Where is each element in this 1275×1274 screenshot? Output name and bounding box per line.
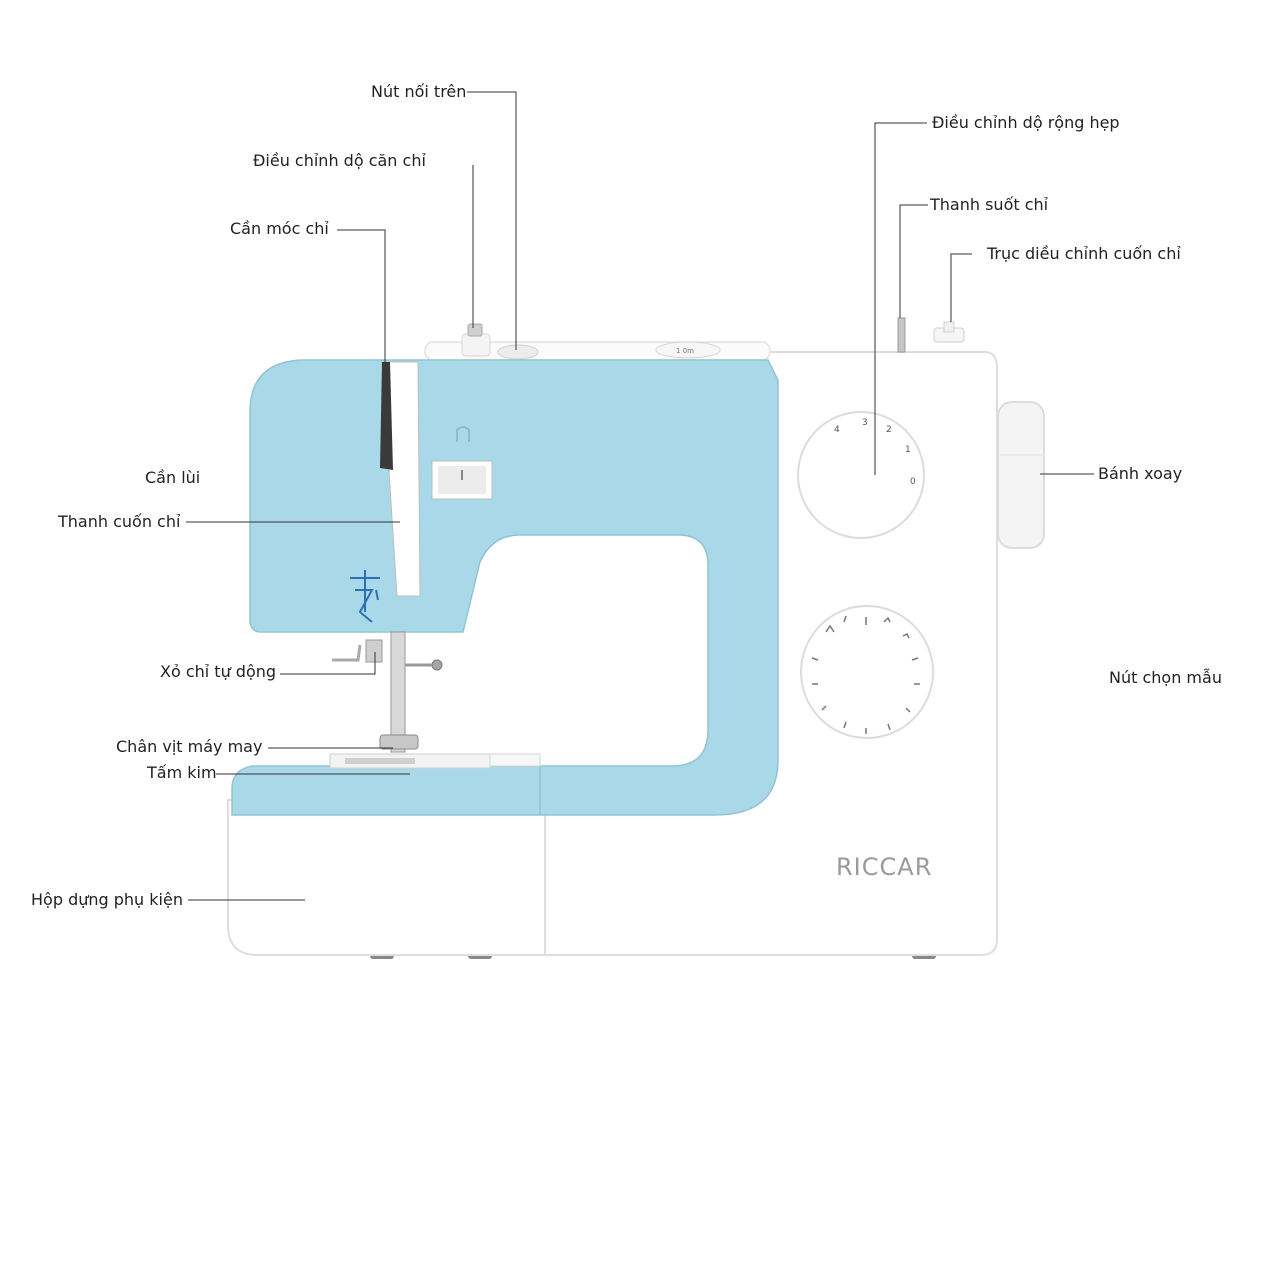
dial-num-0: 0 <box>910 477 916 487</box>
dial-num-3: 3 <box>862 418 868 428</box>
presser-foot-assembly <box>332 631 443 753</box>
label-truc-dieu-chinh-cuon-chi: Trục diều chỉnh cuốn chỉ <box>987 244 1181 263</box>
blue-shell <box>231 359 779 816</box>
leader-truc-dieu-chinh-cuon-chi <box>950 253 972 322</box>
bobbin-stopper-pin <box>943 321 955 333</box>
label-nut-chon-mau: Nút chọn mẫu <box>1109 668 1222 687</box>
leader-can-moc-chi <box>337 229 386 362</box>
knob-mark: 1 0m <box>676 347 694 355</box>
needle-plate-marks <box>345 758 415 764</box>
brand-logo: RICCAR <box>836 853 932 881</box>
thread-channel-dark <box>380 362 393 470</box>
leader-thanh-suot-chi <box>899 204 928 318</box>
handwheel <box>997 401 1045 549</box>
label-thanh-cuon-chi: Thanh cuốn chỉ <box>58 512 181 531</box>
leader-nut-noi-tren <box>467 91 517 350</box>
label-dieu-chinh-do-rong-hep: Điều chỉnh dộ rộng hẹp <box>932 113 1120 132</box>
label-tam-kim: Tấm kim <box>147 763 217 782</box>
stitch-width-dial: 4 3 2 1 0 <box>797 411 925 539</box>
leader-lines <box>186 91 1094 901</box>
dial-num-4: 4 <box>834 425 840 435</box>
stitch-length-knob <box>655 341 721 359</box>
free-arm-plate <box>489 753 541 767</box>
tension-dial <box>461 333 491 357</box>
top-knob <box>497 344 539 360</box>
accessory-box <box>227 799 546 956</box>
label-nut-noi-tren: Nút nối trên <box>371 82 467 101</box>
label-xo-chi-tu-dong: Xỏ chỉ tự dộng <box>160 662 277 681</box>
dial-num-2: 2 <box>886 425 892 435</box>
label-thanh-suot-chi: Thanh suốt chỉ <box>930 195 1049 214</box>
threading-diagram-icon <box>350 570 380 623</box>
leader-xo-chi-tu-dong <box>280 652 376 675</box>
bobbin-spindle <box>897 317 906 353</box>
label-hop-dung-phu-kien: Hộp dựng phụ kiện <box>31 890 183 909</box>
arch-icon <box>456 426 470 442</box>
label-banh-xoay: Bánh xoay <box>1098 464 1183 483</box>
label-chan-vit-may-may: Chân vịt máy may <box>116 737 263 756</box>
label-can-lui: Cần lùi <box>145 468 201 487</box>
pattern-selector-dial <box>800 605 934 739</box>
label-dieu-chinh-do-cang-chi: Điều chỉnh dộ căn chỉ <box>253 151 426 170</box>
upper-thread-guide <box>467 323 483 337</box>
dial-num-1: 1 <box>905 445 911 455</box>
label-can-moc-chi: Cần móc chỉ <box>230 219 329 238</box>
leader-dieu-chinh-do-rong-hep <box>874 122 927 475</box>
